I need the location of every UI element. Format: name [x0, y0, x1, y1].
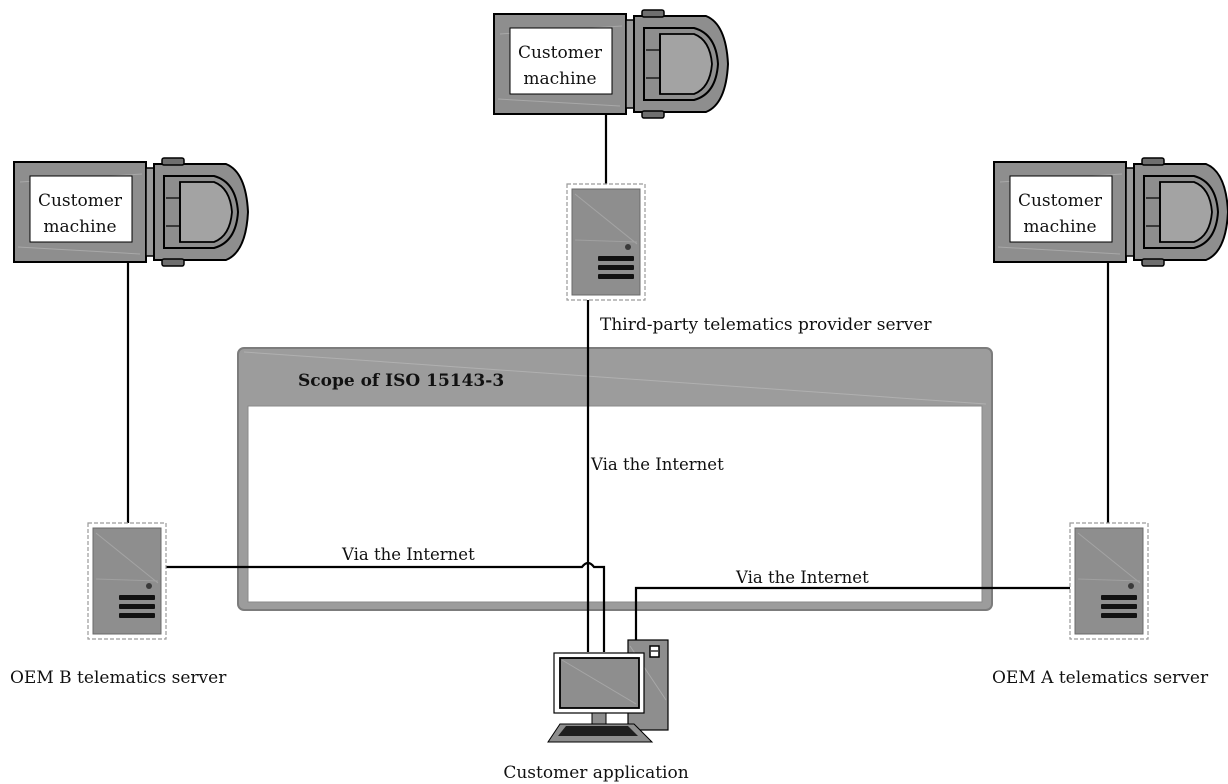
scope-frame: Scope of ISO 15143-3	[237, 347, 993, 611]
machine-left-label-line2: machine	[43, 217, 116, 237]
connection-label-center: Via the Internet	[590, 455, 724, 474]
customer-machine-top: Customer machine	[493, 9, 729, 119]
connection-label-right: Via the Internet	[735, 568, 869, 587]
machine-top-label-line2: machine	[523, 69, 596, 89]
machine-top-label-line1: Customer	[518, 43, 603, 63]
oem-a-server-label: OEM A telematics server	[992, 668, 1209, 688]
machine-right-label-line2: machine	[1023, 217, 1096, 237]
server-icon	[87, 522, 167, 640]
oem-b-server-label: OEM B telematics server	[10, 668, 227, 688]
connection-label-left: Via the Internet	[341, 545, 475, 564]
third-party-server: Third-party telematics provider server	[566, 183, 932, 335]
third-party-server-label: Third-party telematics provider server	[600, 315, 932, 335]
customer-application: Customer application	[503, 639, 689, 783]
customer-machine-right: Customer machine	[993, 157, 1228, 267]
machine-right-label-line1: Customer	[1018, 191, 1103, 211]
oem-b-server: OEM B telematics server	[10, 522, 227, 688]
customer-application-label: Customer application	[503, 763, 688, 783]
connections	[126, 112, 1110, 652]
server-icon	[1069, 522, 1149, 640]
customer-machine-left: Customer machine	[13, 157, 249, 267]
machine-left-label-line1: Customer	[38, 191, 123, 211]
server-icon	[566, 183, 646, 301]
scope-title: Scope of ISO 15143-3	[298, 371, 504, 391]
oem-a-server: OEM A telematics server	[992, 522, 1209, 688]
